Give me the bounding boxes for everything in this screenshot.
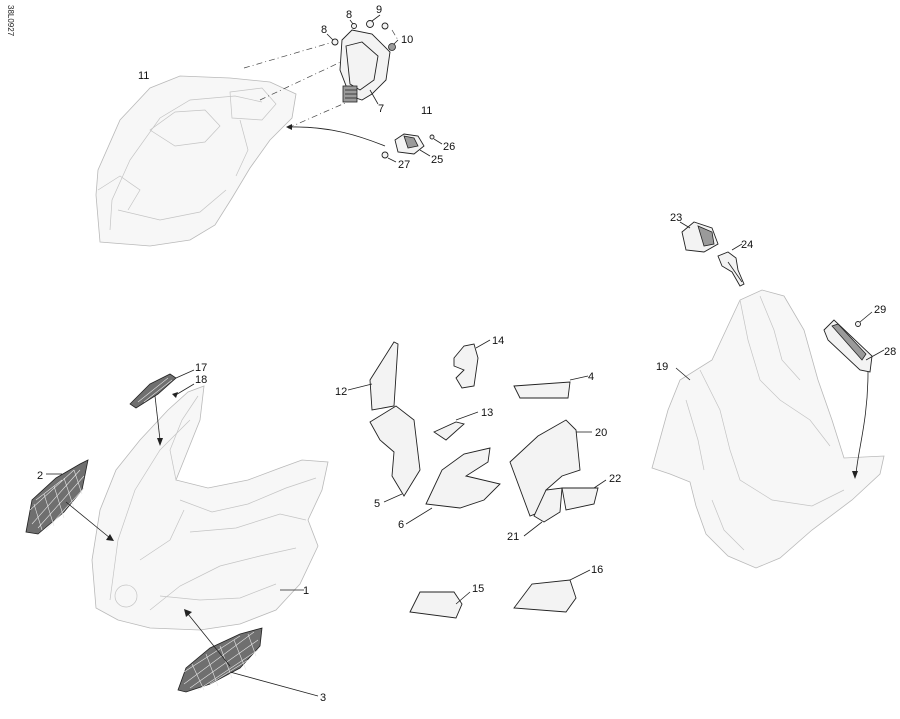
bracket-7 — [339, 29, 391, 103]
callout-8b: 8 — [346, 9, 352, 21]
callout-22: 22 — [609, 473, 621, 485]
callout-29: 29 — [874, 304, 886, 316]
callout-17: 17 — [195, 362, 207, 374]
pad-4 — [513, 381, 571, 399]
callout-8a: 8 — [321, 24, 327, 36]
callout-16: 16 — [591, 564, 603, 576]
grille-3 — [177, 627, 263, 693]
nut-10 — [388, 39, 399, 51]
callout-10: 10 — [401, 34, 413, 46]
callout-6: 6 — [398, 519, 404, 531]
screw-8b — [349, 19, 357, 29]
nut-9 — [366, 14, 389, 30]
callout-20: 20 — [595, 427, 607, 439]
front-fairing-ghost — [91, 385, 329, 631]
callout-19: 19 — [656, 361, 668, 373]
drawing-code: 38L0927 — [6, 5, 15, 37]
callout-14: 14 — [492, 335, 504, 347]
callout-4: 4 — [588, 371, 594, 383]
callout-7: 7 — [378, 103, 384, 115]
pad-12 — [369, 341, 399, 411]
handle-28 — [823, 319, 873, 373]
callout-11a: 11 — [138, 70, 149, 82]
screw-26 — [429, 134, 443, 145]
callout-1: 1 — [303, 585, 309, 597]
callout-18: 18 — [195, 374, 207, 386]
callout-9: 9 — [376, 4, 382, 16]
callout-21: 21 — [507, 531, 519, 543]
callout-2: 2 — [37, 470, 43, 482]
callout-5: 5 — [374, 498, 380, 510]
screw-29 — [855, 311, 873, 327]
callout-11b: 11 — [421, 105, 432, 117]
grille-2 — [25, 459, 89, 535]
reflector-17 — [129, 373, 177, 409]
callout-3: 3 — [320, 692, 326, 704]
pad-13 — [433, 421, 465, 441]
callout-24: 24 — [741, 239, 753, 251]
callout-28: 28 — [884, 346, 896, 358]
decal-15 — [409, 591, 463, 619]
pad-14 — [453, 343, 479, 389]
pad-21 — [533, 487, 563, 523]
decal-16 — [513, 579, 577, 613]
callout-23: 23 — [670, 212, 682, 224]
upper-fairing-ghost — [95, 75, 297, 247]
pad-6 — [425, 447, 501, 509]
pad-22 — [561, 487, 599, 511]
bulb-24 — [717, 251, 745, 287]
callout-27: 27 — [398, 159, 410, 171]
callout-12: 12 — [335, 386, 347, 398]
callout-25: 25 — [431, 154, 443, 166]
pad-5 — [369, 405, 421, 497]
callout-13: 13 — [481, 407, 493, 419]
arrow-head — [286, 124, 292, 130]
screw-8a — [326, 33, 339, 46]
washer-27 — [381, 151, 397, 163]
connector-25 — [394, 133, 431, 157]
callout-26: 26 — [443, 141, 455, 153]
light-23 — [681, 221, 719, 253]
side-panel-ghost — [651, 289, 885, 569]
callout-15: 15 — [472, 583, 484, 595]
